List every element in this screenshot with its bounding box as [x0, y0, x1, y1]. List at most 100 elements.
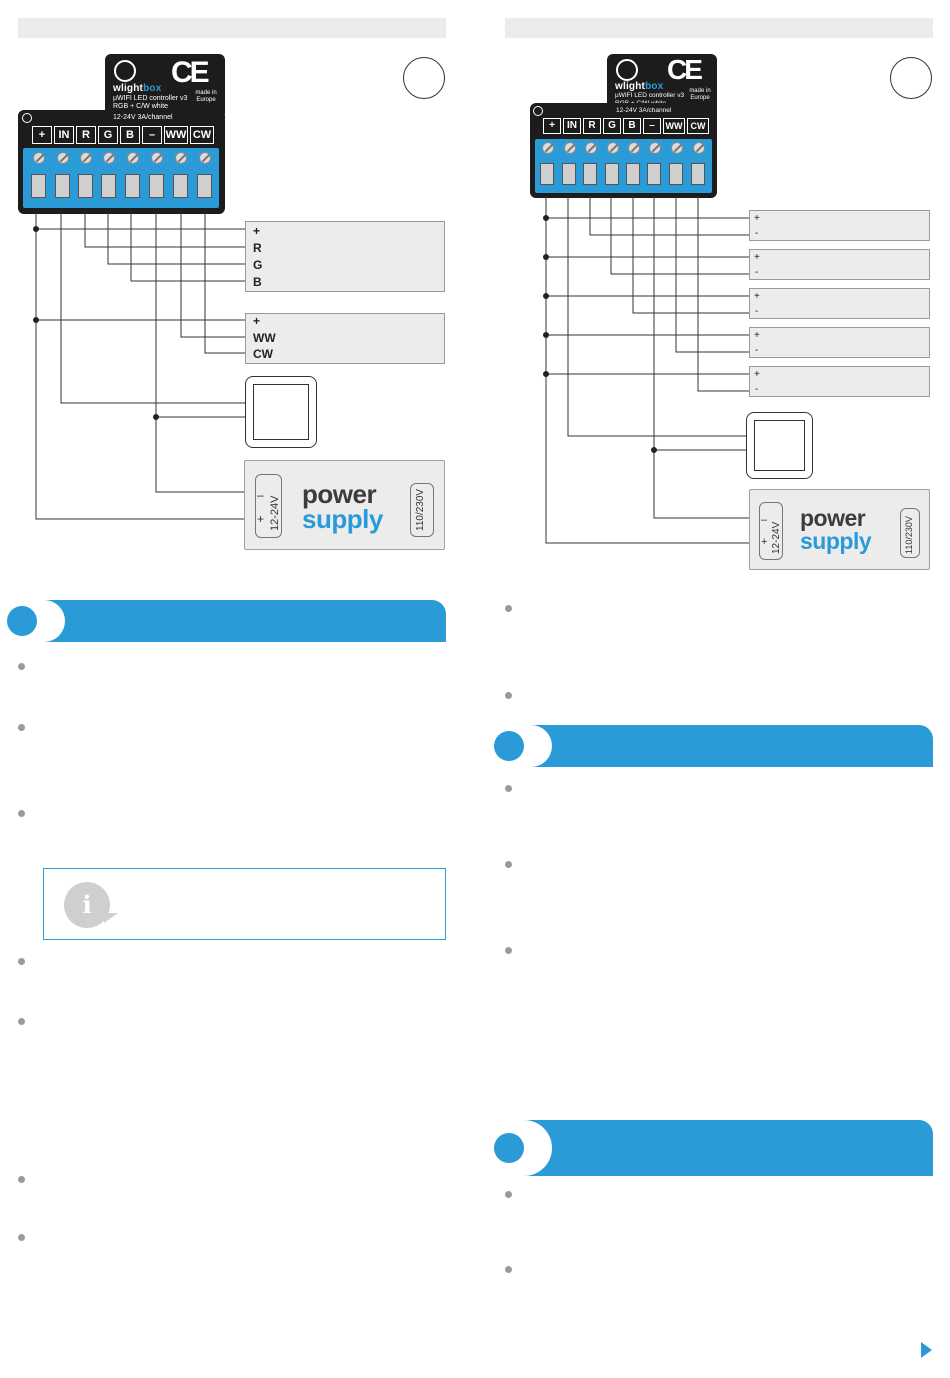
- list-bullet: [18, 958, 25, 965]
- wire-plug: [605, 163, 619, 185]
- list-bullet: [18, 810, 25, 817]
- step-circle-left: [403, 57, 445, 99]
- screw-icon: [151, 152, 163, 164]
- screw-icon: [33, 152, 45, 164]
- mono-strip-3: + -: [749, 288, 930, 319]
- controller-body-left: 12-24V 3A/channel + IN R G B – WW CW: [18, 110, 225, 214]
- section-header-right-1: [522, 725, 933, 767]
- psu-word-power: power: [800, 505, 866, 531]
- mono-strip-5: + -: [749, 366, 930, 397]
- terminal-g: G: [603, 118, 621, 134]
- info-icon-tail: [104, 913, 118, 923]
- wall-switch-left: [245, 376, 317, 448]
- psu-output-terminal: [759, 502, 783, 560]
- terminal-minus: –: [142, 126, 162, 144]
- terminal-g: G: [98, 126, 118, 144]
- header-bar-left: [18, 18, 446, 38]
- mount-hole: [22, 113, 32, 123]
- info-box: i: [43, 868, 446, 940]
- psu-plus: +: [761, 536, 768, 548]
- terminal-r: R: [76, 126, 96, 144]
- psu-output-terminal: [255, 474, 282, 538]
- wire-plug: [583, 163, 597, 185]
- screw-icon: [693, 142, 705, 154]
- terminal-b: B: [120, 126, 140, 144]
- section-header-left: [35, 600, 446, 642]
- ce-mark: CE: [667, 54, 703, 85]
- rgb-strip-r: R: [253, 241, 262, 255]
- section-header-right-2: [522, 1120, 933, 1176]
- screw-icon: [649, 142, 661, 154]
- white-strip-left: + WW CW: [245, 313, 445, 364]
- wall-switch-right: [746, 412, 813, 479]
- terminal-b: B: [623, 118, 641, 134]
- wire-plug: [149, 174, 164, 198]
- psu-plus: +: [257, 512, 265, 526]
- list-bullet: [505, 785, 512, 792]
- strip-plus: +: [754, 330, 760, 341]
- psu-minus: –: [257, 488, 264, 502]
- rating-text: 12-24V 3A/channel: [113, 114, 173, 121]
- made-in-text: made in Europe: [195, 90, 217, 103]
- terminal-minus: –: [643, 118, 661, 134]
- brand-name: wlightbox: [615, 81, 664, 92]
- wire-plug: [562, 163, 576, 185]
- psu-input-terminal: [900, 508, 920, 558]
- terminal-ww: WW: [663, 118, 685, 134]
- strip-minus: -: [755, 345, 759, 356]
- terminal-labels-left: + IN R G B – WW CW: [32, 126, 214, 144]
- strip-plus: +: [754, 369, 760, 380]
- list-bullet: [18, 663, 25, 670]
- screw-icon: [671, 142, 683, 154]
- strip-plus: +: [754, 291, 760, 302]
- screw-icon: [103, 152, 115, 164]
- strip-minus: -: [755, 384, 759, 395]
- list-bullet: [505, 861, 512, 868]
- terminal-in: IN: [563, 118, 581, 134]
- wire-plug: [540, 163, 554, 185]
- wire-plug: [31, 174, 46, 198]
- model-text: µWIFI LED controller v3: [113, 95, 188, 102]
- list-bullet: [505, 605, 512, 612]
- screw-icon: [542, 142, 554, 154]
- wire-plug: [173, 174, 188, 198]
- power-supply-left: – + 12-24V power supply 110/230V: [244, 460, 445, 550]
- psu-input-terminal: [410, 483, 434, 537]
- psu-minus: –: [761, 514, 768, 526]
- terminal-block-right: [535, 139, 712, 193]
- wire-plug: [691, 163, 705, 185]
- list-bullet: [18, 724, 25, 731]
- list-bullet: [505, 1191, 512, 1198]
- controller-label-right: wlightbox µWIFI LED controller v3 RGB + …: [607, 54, 717, 110]
- psu-word-supply: supply: [800, 528, 872, 554]
- controller-label-left: wlightbox µWIFI LED controller v3 RGB + …: [105, 54, 225, 114]
- screw-icon: [80, 152, 92, 164]
- terminal-labels-right: + IN R G B – WW CW: [543, 118, 709, 134]
- wlightbox-logo-icon: [616, 59, 638, 81]
- psu-word-supply: supply: [302, 504, 383, 534]
- terminal-in: IN: [54, 126, 74, 144]
- wire-plug: [647, 163, 661, 185]
- list-bullet: [18, 1176, 25, 1183]
- type-text: RGB + C/W white: [113, 103, 169, 110]
- wire-plug: [125, 174, 140, 198]
- strip-minus: -: [755, 228, 759, 239]
- white-strip-ww: WW: [253, 331, 276, 345]
- strip-minus: -: [755, 267, 759, 278]
- wire-plug: [101, 174, 116, 198]
- white-strip-plus: +: [253, 314, 261, 328]
- screw-icon: [175, 152, 187, 164]
- list-bullet: [18, 1234, 25, 1241]
- white-strip-cw: CW: [253, 347, 273, 361]
- rgb-strip-g: G: [253, 258, 263, 272]
- strip-plus: +: [754, 213, 760, 224]
- mount-hole: [533, 106, 543, 116]
- made-in-text: made in Europe: [689, 88, 711, 101]
- terminal-plus: +: [543, 118, 561, 134]
- mono-strip-2: + -: [749, 249, 930, 280]
- section-number-dot: [494, 1133, 524, 1163]
- next-page-arrow-icon[interactable]: [921, 1342, 932, 1358]
- terminal-block-left: [23, 148, 219, 208]
- screw-icon: [628, 142, 640, 154]
